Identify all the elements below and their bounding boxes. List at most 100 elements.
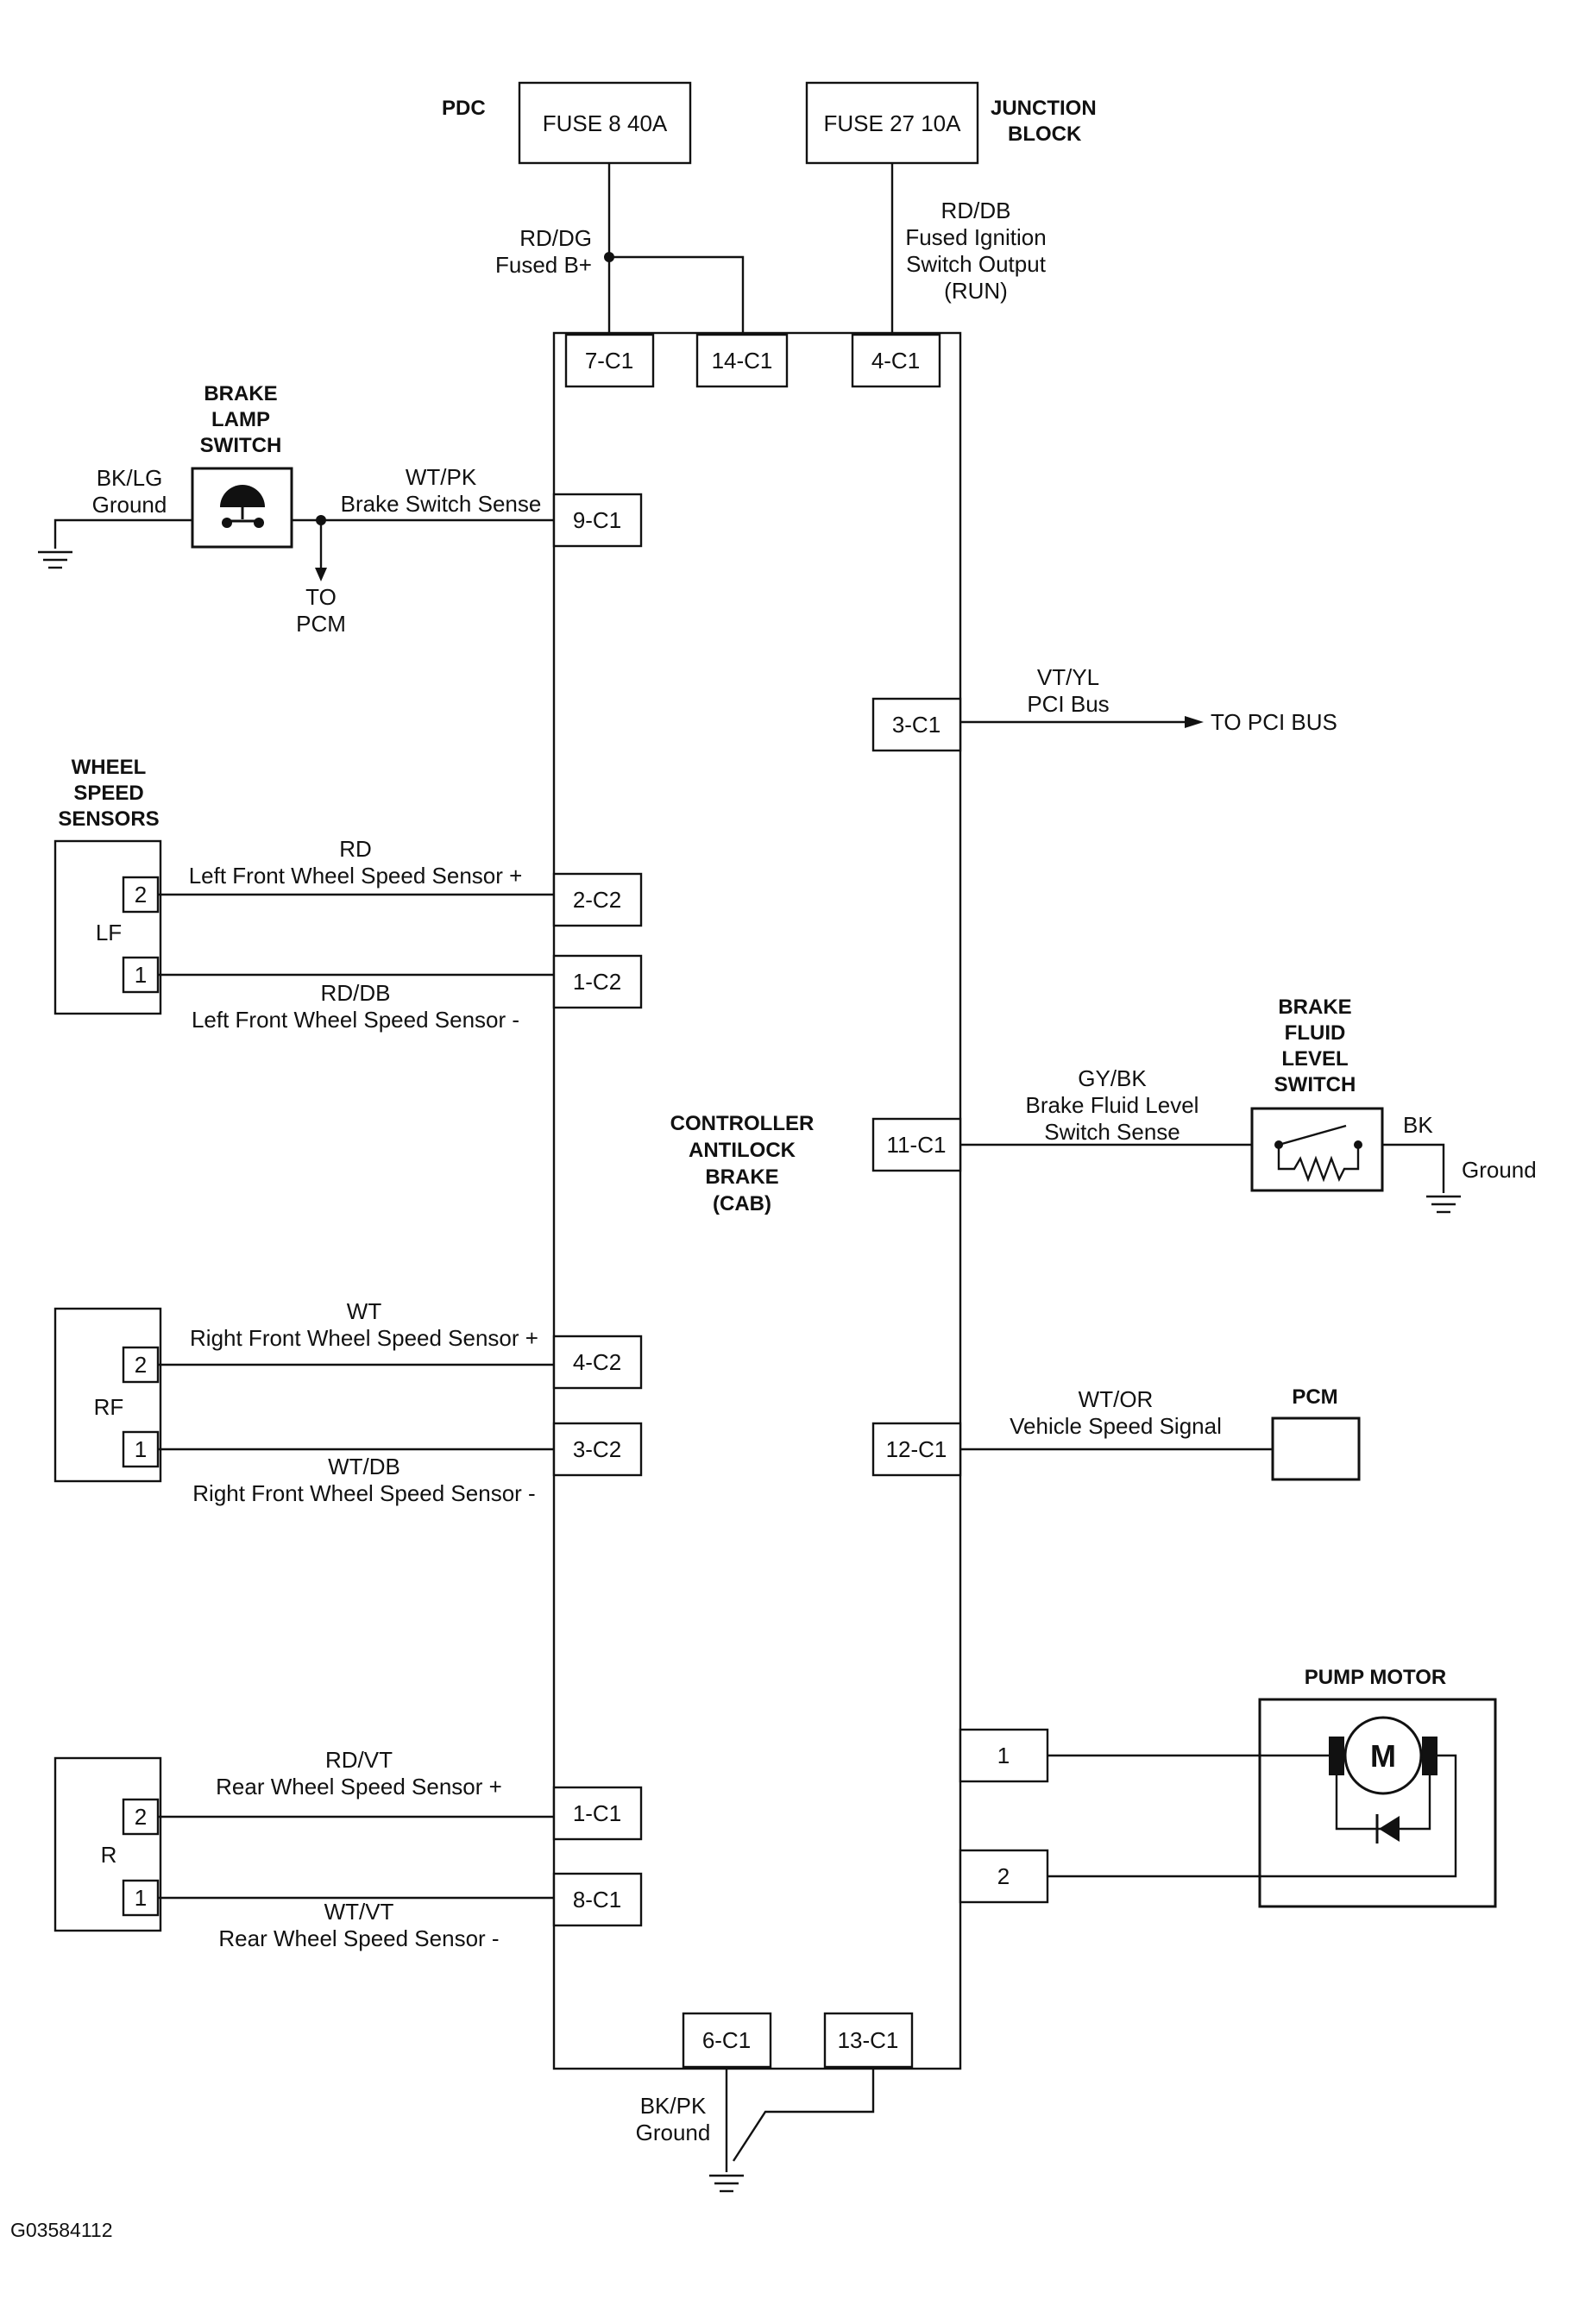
- pin-11-c1-label: 11-C1: [887, 1132, 947, 1158]
- rf-pin-2-label: 2: [135, 1352, 147, 1378]
- brake-lamp-switch-label-2: LAMP: [211, 408, 270, 431]
- wheel-sensors-title-3: SENSORS: [58, 807, 159, 831]
- lf-plus-color: RD: [339, 836, 372, 862]
- pin-7-c1-label: 7-C1: [585, 348, 633, 374]
- junction-label-2: BLOCK: [1008, 122, 1082, 146]
- pin-11-c1: [871, 1117, 962, 1172]
- brake-fluid-level-switch: [1250, 1107, 1384, 1192]
- fluid-switch-ground-wire: [1382, 1143, 1445, 1193]
- lf-sensor-label: LF: [96, 920, 122, 945]
- figure-id: G03584112: [10, 2219, 113, 2241]
- wheel-sensors-title-1: WHEEL: [72, 756, 147, 779]
- brake-switch-ground-label: Ground: [92, 492, 167, 518]
- r-minus-desc: Rear Wheel Speed Sensor -: [218, 1925, 499, 1951]
- pin-pump-1: [959, 1728, 1049, 1783]
- pin-1-c2-label: 1-C2: [573, 969, 621, 995]
- pin-7-c1: [564, 333, 655, 388]
- rf-sensor-label: RF: [94, 1394, 124, 1420]
- junction-wire-desc-3: (RUN): [944, 278, 1008, 304]
- motor-symbol: M: [1370, 1738, 1396, 1774]
- pump-2-wire: [1047, 1754, 1457, 1878]
- fluid-ground-color: BK: [1403, 1112, 1433, 1138]
- pin-2-c2-label: 2-C2: [573, 887, 621, 913]
- fuse-27-label: FUSE 27 10A: [824, 110, 962, 136]
- pin-4-c2-label: 4-C2: [573, 1349, 621, 1375]
- switch-dome-icon: [220, 485, 265, 507]
- junction-wire-desc-1: Fused Ignition: [905, 224, 1046, 250]
- pcm-wire-color: WT/OR: [1079, 1386, 1154, 1412]
- motor-icon: [1329, 1716, 1437, 1795]
- fluid-switch-label-4: SWITCH: [1274, 1073, 1356, 1096]
- fluid-switch-label-1: BRAKE: [1278, 996, 1351, 1019]
- pci-wire-color: VT/YL: [1037, 664, 1099, 690]
- r-pin-1-label: 1: [135, 1885, 147, 1911]
- junction-wire-desc-2: Switch Output: [906, 251, 1047, 277]
- pin-9-c1: [552, 493, 643, 548]
- cab-label-2: ANTILOCK: [689, 1139, 796, 1162]
- fluid-wire-desc-1: Brake Fluid Level: [1026, 1092, 1199, 1118]
- brake-switch-ground-color: BK/LG: [97, 465, 163, 491]
- pin-1-c1-label: 1-C1: [573, 1800, 621, 1826]
- pin-6-c1-label: 6-C1: [702, 2027, 751, 2053]
- rf-plus-color: WT: [347, 1298, 382, 1324]
- pcm-label: PCM: [1292, 1385, 1337, 1409]
- pcm-module: [1271, 1416, 1361, 1481]
- r-pin-2: [122, 1798, 160, 1836]
- pin-4-c1-label: 4-C1: [871, 348, 920, 374]
- r-pin-1: [122, 1879, 160, 1917]
- cab-label-3: BRAKE: [705, 1165, 778, 1189]
- wheel-sensors-title-2: SPEED: [73, 782, 143, 805]
- pin-3-c1: [871, 697, 962, 752]
- pump-motor-label: PUMP MOTOR: [1305, 1666, 1446, 1689]
- lf-plus-desc: Left Front Wheel Speed Sensor +: [189, 863, 523, 889]
- ground-icon-bottom: [709, 2174, 744, 2193]
- switch-contact-right: [254, 518, 264, 528]
- pin-13-c1-label: 13-C1: [838, 2027, 899, 2053]
- pin-12-c1-label: 12-C1: [886, 1436, 947, 1462]
- fuse-8-box: [518, 81, 692, 165]
- fluid-wire-desc-2: Switch Sense: [1044, 1119, 1180, 1145]
- cab-module: [552, 331, 962, 2070]
- fluid-ground-label: Ground: [1462, 1157, 1537, 1183]
- pin-4-c2: [552, 1335, 643, 1390]
- ground-icon-fluid-switch: [1426, 1195, 1461, 1214]
- pin-14-c1-label: 14-C1: [712, 348, 773, 374]
- r-minus-color: WT/VT: [324, 1899, 394, 1925]
- ground-icon-brake-switch: [38, 550, 72, 569]
- brake-lamp-switch-label-3: SWITCH: [200, 434, 282, 457]
- pdc-wire-desc: Fused B+: [495, 252, 592, 278]
- pin-pump-1-label: 1: [997, 1743, 1010, 1768]
- ground-wire-13: [732, 2069, 875, 2162]
- rf-pin-1: [122, 1430, 160, 1468]
- cab-label-1: CONTROLLER: [670, 1112, 815, 1135]
- switch-contact-left: [222, 518, 232, 528]
- pcm-wire-desc: Vehicle Speed Signal: [1010, 1413, 1222, 1439]
- junction-wire-color: RD/DB: [941, 198, 1011, 223]
- lf-pin-1: [122, 956, 160, 994]
- pin-8-c1-label: 8-C1: [573, 1887, 621, 1913]
- pci-arrow-icon: [1185, 716, 1204, 728]
- rf-pin-1-label: 1: [135, 1436, 147, 1462]
- fluid-wire-color: GY/BK: [1078, 1065, 1147, 1091]
- rf-minus-color: WT/DB: [328, 1454, 400, 1479]
- brake-lamp-switch-label-1: BRAKE: [204, 382, 277, 405]
- pci-wire-desc: PCI Bus: [1027, 691, 1109, 717]
- brake-switch-wire-desc: Brake Switch Sense: [341, 491, 542, 517]
- cab-label-4: (CAB): [713, 1192, 771, 1215]
- pin-3-c1-label: 3-C1: [892, 712, 940, 738]
- pin-12-c1: [871, 1422, 962, 1477]
- pdc-label: PDC: [442, 97, 486, 120]
- lf-minus-color: RD/DB: [321, 980, 391, 1006]
- lf-pin-1-label: 1: [135, 962, 147, 988]
- rf-sensor: [53, 1307, 162, 1483]
- lf-sensor: [53, 839, 162, 1015]
- pin-13-c1: [823, 2012, 914, 2069]
- lf-pin-2-label: 2: [135, 882, 147, 908]
- r-plus-color: RD/VT: [325, 1747, 393, 1773]
- to-pci-bus-label: TO PCI BUS: [1211, 709, 1337, 735]
- pin-14-c1: [695, 333, 789, 388]
- pin-8-c1: [552, 1872, 643, 1927]
- fluid-switch-label-2: FLUID: [1285, 1021, 1346, 1045]
- junction-label-1: JUNCTION: [991, 97, 1097, 120]
